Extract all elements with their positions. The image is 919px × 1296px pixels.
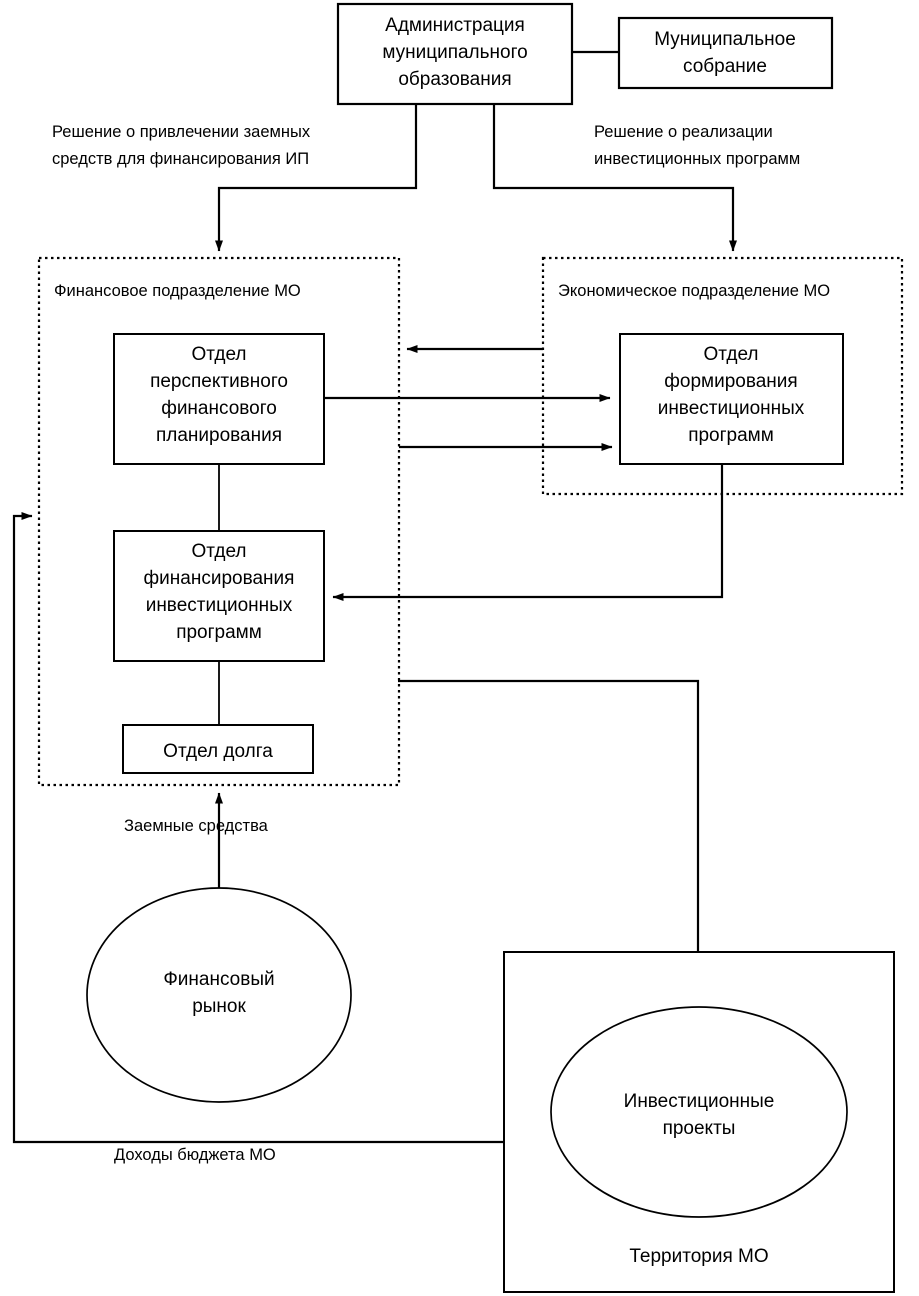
borrowed-funds-decision-label-line2: средств для финансирования ИП bbox=[52, 150, 309, 168]
financial-market-label-line1: Финансовый bbox=[163, 969, 274, 990]
investment-program-decision-label-line1: Решение о реализации bbox=[594, 123, 773, 141]
edge-formation-to-financing bbox=[332, 463, 724, 601]
borrowed-funds-decision-label-line1: Решение о привлечении заемных bbox=[52, 123, 311, 141]
financial-market-label-line2: рынок bbox=[192, 996, 246, 1017]
administration-label-line2: муниципального bbox=[382, 42, 527, 63]
edge-budget-revenue-return bbox=[12, 512, 504, 1144]
municipal-assembly-box[interactable] bbox=[617, 16, 834, 90]
perspective-planning-label-line4: планирования bbox=[156, 425, 282, 446]
perspective-planning-label-line1: Отдел bbox=[192, 344, 247, 365]
investment-projects-label-line2: проекты bbox=[663, 1118, 736, 1139]
economic-division-label: Экономическое подразделение МО bbox=[558, 282, 830, 300]
financing-label-line3: инвестиционных bbox=[146, 595, 293, 616]
investment-program-formation-dept-box[interactable] bbox=[619, 333, 844, 465]
financing-label-line2: финансирования bbox=[144, 568, 295, 589]
municipal-assembly-label-line1: Муниципальное bbox=[654, 29, 796, 50]
investment-program-decision-label-line2: инвестиционных программ bbox=[594, 150, 800, 168]
financial-division-label: Финансовое подразделение МО bbox=[54, 282, 301, 300]
debt-dept-box[interactable] bbox=[122, 724, 314, 774]
perspective-planning-dept-box[interactable] bbox=[113, 333, 325, 465]
perspective-planning-label-line3: финансового bbox=[161, 398, 277, 419]
debt-dept-label: Отдел долга bbox=[163, 741, 273, 762]
formation-label-line4: программ bbox=[688, 425, 774, 446]
formation-label-line3: инвестиционных bbox=[658, 398, 805, 419]
financial-market-ellipse[interactable] bbox=[86, 887, 352, 1103]
investment-program-financing-dept-box[interactable] bbox=[113, 530, 325, 662]
investment-projects-ellipse[interactable] bbox=[550, 1006, 848, 1218]
financing-label-line1: Отдел bbox=[192, 541, 247, 562]
budget-revenue-label: Доходы бюджета МО bbox=[114, 1146, 276, 1164]
formation-label-line1: Отдел bbox=[704, 344, 759, 365]
financial-division-container bbox=[37, 256, 401, 787]
perspective-planning-label-line2: перспективного bbox=[150, 371, 288, 392]
edge-administration-to-economic-division bbox=[492, 104, 737, 252]
administration-label-line3: образования bbox=[398, 69, 511, 90]
investment-projects-label-line1: Инвестиционные bbox=[624, 1091, 775, 1112]
edge-financial-division-to-investment-projects bbox=[398, 679, 702, 1004]
territory-label: Территория МО bbox=[629, 1246, 768, 1267]
administration-label-line1: Администрация bbox=[385, 15, 525, 36]
formation-label-line2: формирования bbox=[664, 371, 797, 392]
borrowed-funds-label: Заемные средства bbox=[124, 817, 269, 835]
municipal-assembly-label-line2: собрание bbox=[683, 56, 767, 77]
administration-box[interactable] bbox=[336, 2, 574, 106]
edge-administration-to-financial-division bbox=[215, 104, 418, 252]
financing-label-line4: программ bbox=[176, 622, 262, 643]
